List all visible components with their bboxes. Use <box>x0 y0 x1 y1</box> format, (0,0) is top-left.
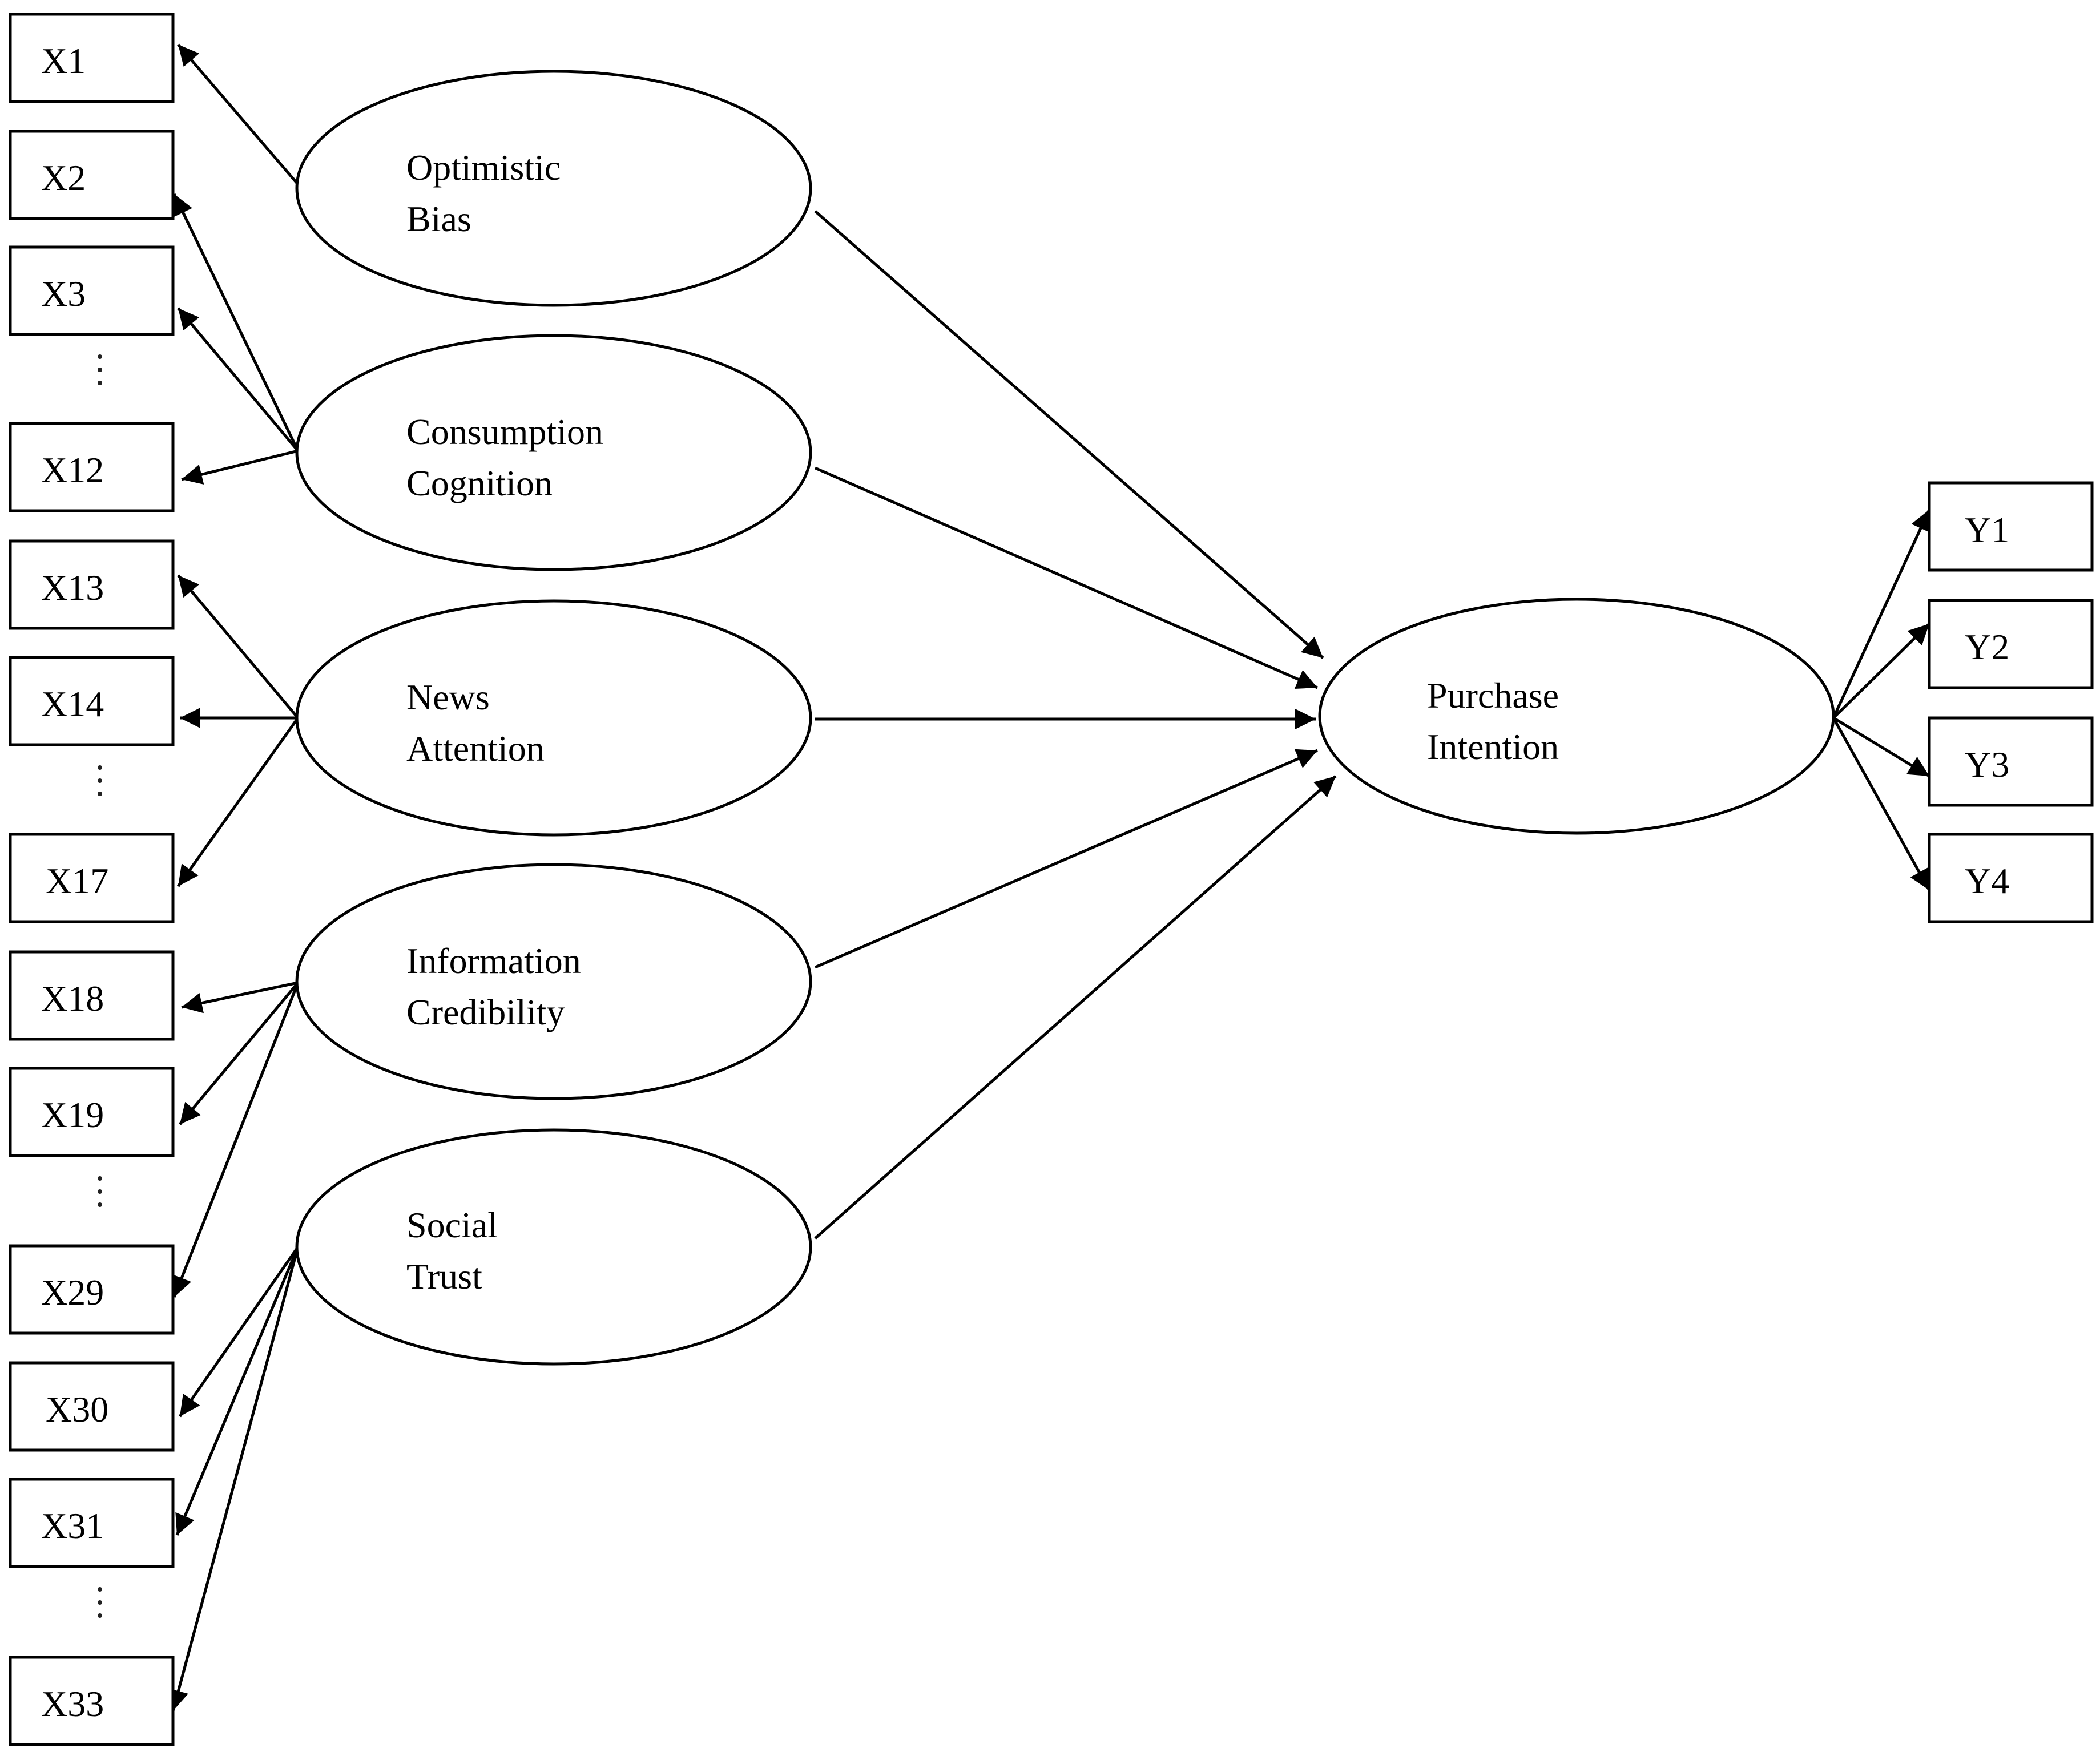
construct-optimistic-bias: Optimistic Bias <box>295 70 812 307</box>
latent-constructs: Optimistic Bias Consumption Cognition Ne… <box>295 70 1835 1366</box>
indicator-box-x17: X17 <box>9 833 175 923</box>
indicator-label: X30 <box>46 1389 108 1430</box>
indicator-label: X33 <box>41 1684 104 1724</box>
construct-consumption-cognition: Consumption Cognition <box>295 334 812 571</box>
indicator-box-y4: Y4 <box>1928 833 2094 923</box>
indicator-label: X12 <box>41 450 104 490</box>
indicator-box-x2: X2 <box>9 130 175 220</box>
vertical-ellipsis-4 <box>98 1587 102 1618</box>
vertical-ellipsis-1 <box>98 354 102 385</box>
construct-news-attention: News Attention <box>295 599 812 837</box>
indicator-label: X3 <box>41 273 86 314</box>
indicator-label: X2 <box>41 158 86 198</box>
arrow-information-credibility-to-x29 <box>172 982 300 1298</box>
construct-label-line2: Attention <box>406 728 545 769</box>
arrow-purchase-intention-to-y4 <box>1832 717 1931 891</box>
arrow-news-attention-to-x13 <box>177 574 299 719</box>
vertical-ellipsis-3 <box>98 1176 102 1207</box>
arrow-information-credibility-to-x19 <box>179 982 299 1125</box>
indicator-label: X17 <box>46 861 108 901</box>
indicator-box-x1: X1 <box>9 13 175 103</box>
vertical-ellipsis-2 <box>98 765 102 796</box>
indicator-box-x30: X30 <box>9 1361 175 1452</box>
indicator-box-x29: X29 <box>9 1244 175 1335</box>
indicator-box-x13: X13 <box>9 539 175 630</box>
indicator-box-x31: X31 <box>9 1478 175 1568</box>
connectors <box>168 43 1931 1711</box>
construct-label-line2: Bias <box>406 199 471 239</box>
indicator-label: Y4 <box>1965 861 2009 901</box>
indicator-box-x19: X19 <box>9 1067 175 1157</box>
indicator-box-y2: Y2 <box>1928 599 2094 689</box>
arrow-information-credibility-to-purchase-intention <box>815 749 1318 969</box>
y-indicators: Y1 Y2 Y3 Y4 <box>1928 481 2094 923</box>
indicator-box-x33: X33 <box>9 1656 175 1746</box>
construct-label-line2: Trust <box>406 1256 482 1297</box>
indicator-box-x14: X14 <box>9 656 175 746</box>
arrow-purchase-intention-to-y3 <box>1832 716 1930 778</box>
arrow-consumption-cognition-to-purchase-intention <box>814 466 1319 689</box>
indicator-label: X31 <box>41 1505 104 1546</box>
construct-label-line2: Cognition <box>406 463 553 503</box>
indicator-box-y3: Y3 <box>1928 716 2094 807</box>
indicator-label: X29 <box>41 1272 104 1313</box>
indicator-label: Y3 <box>1965 744 2009 785</box>
construct-label-line1: Purchase <box>1427 675 1559 716</box>
construct-label-line1: Consumption <box>406 411 603 452</box>
indicator-box-x12: X12 <box>9 422 175 512</box>
arrow-consumption-cognition-to-x3 <box>177 307 299 452</box>
arrow-optimistic-bias-to-x1 <box>177 43 299 185</box>
construct-purchase-intention: Purchase Intention <box>1318 598 1835 835</box>
indicator-box-x18: X18 <box>9 950 175 1041</box>
x-indicators: X1 X2 X3 X12 X13 X14 <box>9 13 175 1746</box>
indicator-label: X14 <box>41 684 104 724</box>
arrow-social-trust-to-purchase-intention <box>814 775 1337 1240</box>
arrow-consumption-cognition-to-x12 <box>181 449 299 485</box>
arrow-consumption-cognition-to-x2 <box>172 193 300 452</box>
indicator-label: X1 <box>41 41 86 81</box>
indicator-label: X19 <box>41 1095 104 1135</box>
arrow-purchase-intention-to-y2 <box>1832 623 1930 719</box>
construct-information-credibility: Information Credibility <box>295 863 812 1100</box>
arrow-social-trust-to-x31 <box>175 1246 300 1536</box>
arrow-social-trust-to-x30 <box>178 1246 300 1418</box>
construct-label-line2: Credibility <box>406 992 565 1032</box>
construct-label-line1: Information <box>406 940 581 981</box>
construct-label-line1: Optimistic <box>406 147 561 188</box>
arrow-news-attention-to-x17 <box>176 717 300 887</box>
construct-label-line1: News <box>406 677 490 717</box>
arrow-purchase-intention-to-y1 <box>1832 508 1931 719</box>
indicator-label: Y2 <box>1965 627 2009 667</box>
indicator-label: X18 <box>41 978 104 1019</box>
arrow-information-credibility-to-x18 <box>181 981 299 1014</box>
construct-label-line1: Social <box>406 1205 498 1245</box>
arrow-optimistic-bias-to-purchase-intention <box>814 210 1324 659</box>
indicator-label: Y1 <box>1965 510 2009 550</box>
indicator-box-x3: X3 <box>9 245 175 336</box>
indicator-label: X13 <box>41 567 104 608</box>
construct-social-trust: Social Trust <box>295 1128 812 1366</box>
arrow-social-trust-to-x33 <box>168 1246 300 1711</box>
construct-label-line2: Intention <box>1427 726 1559 767</box>
indicator-box-y1: Y1 <box>1928 481 2094 572</box>
